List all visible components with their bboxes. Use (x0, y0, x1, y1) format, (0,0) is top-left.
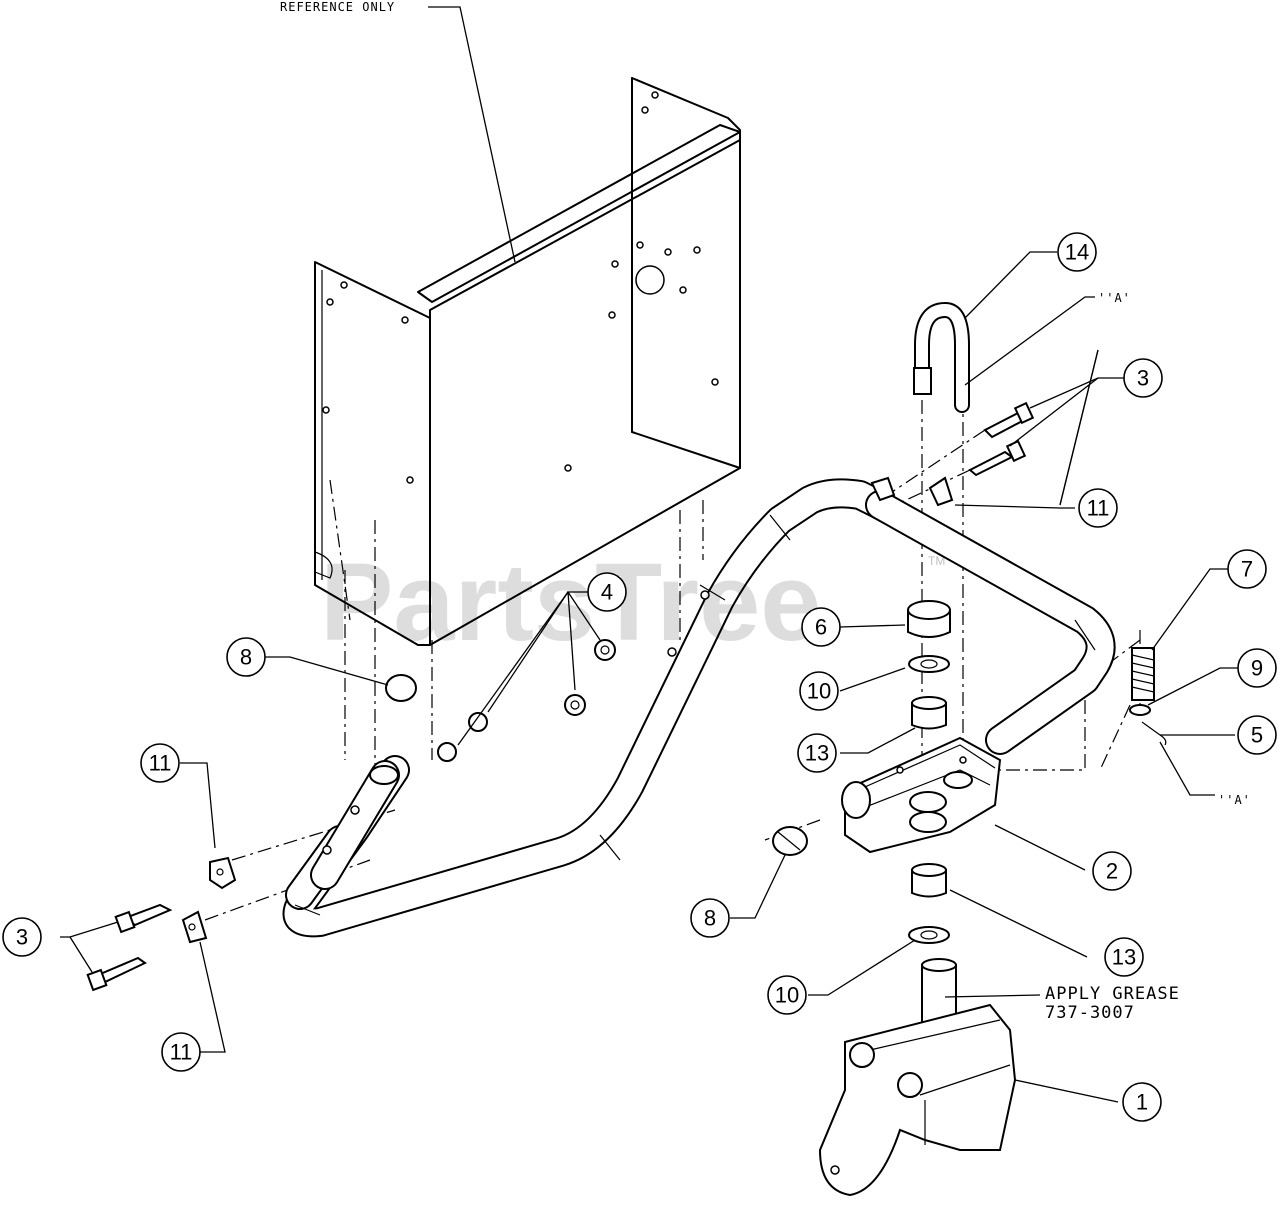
ref-a-top: ''A' (1098, 291, 1131, 305)
grease-part-number: 737-3007 (1045, 1003, 1135, 1023)
svg-text:14: 14 (1065, 240, 1089, 265)
svg-text:7: 7 (1241, 557, 1253, 582)
svg-text:6: 6 (815, 615, 827, 640)
svg-text:8: 8 (240, 645, 252, 670)
callout-3-right: 3 (1123, 358, 1163, 398)
svg-text:10: 10 (807, 679, 831, 704)
callout-7: 7 (1227, 549, 1267, 589)
svg-text:13: 13 (805, 741, 829, 766)
svg-text:11: 11 (149, 751, 172, 776)
svg-text:2: 2 (1106, 859, 1118, 884)
callout-5: 5 (1237, 715, 1277, 755)
svg-text:9: 9 (1251, 656, 1263, 681)
callout-9: 9 (1237, 648, 1277, 688)
callout-6: 6 (801, 607, 841, 647)
reference-only-note: REFERENCE ONLY (280, 0, 395, 14)
svg-text:11: 11 (1087, 496, 1110, 521)
svg-text:10: 10 (775, 983, 799, 1008)
leader-lines (60, 6, 1238, 1103)
spring-assembly (1129, 647, 1167, 746)
callout-10-upper: 10 (799, 671, 839, 711)
svg-text:3: 3 (1137, 366, 1149, 391)
callout-10-lower: 10 (767, 975, 807, 1015)
clips (181, 476, 954, 944)
callout-8-left: 8 (226, 637, 266, 677)
callout-2: 2 (1092, 851, 1132, 891)
svg-text:5: 5 (1251, 723, 1263, 748)
apply-grease-note: APPLY GREASE (1045, 984, 1180, 1004)
callout-4: 4 (587, 572, 627, 612)
reference-plate (314, 77, 741, 646)
svg-text:4: 4 (601, 580, 613, 605)
svg-text:3: 3 (16, 925, 28, 950)
svg-text:PartsTree: PartsTree (320, 541, 821, 664)
plug-caps (385, 674, 808, 856)
pivot-bracket (841, 736, 1002, 854)
svg-text:TM: TM (928, 554, 945, 568)
callout-3-left: 3 (2, 917, 42, 957)
tube-frame (282, 478, 1116, 938)
callout-1: 1 (1122, 1082, 1162, 1122)
notes: REFERENCE ONLY APPLY GREASE 737-3007 ''A… (280, 0, 1251, 1023)
svg-text:13: 13 (1112, 945, 1136, 970)
ref-a-bottom: ''A' (1218, 793, 1251, 807)
bolts (86, 401, 1035, 992)
svg-text:11: 11 (170, 1040, 193, 1065)
lock-pin (913, 302, 970, 413)
watermark: PartsTree TM (320, 541, 945, 664)
svg-text:1: 1 (1136, 1090, 1148, 1115)
svg-text:8: 8 (704, 906, 716, 931)
callout-8-right: 8 (690, 898, 730, 938)
callout-11-right: 11 (1078, 488, 1118, 528)
caster-fork (818, 958, 1017, 1197)
callout-13-upper: 13 (797, 733, 837, 773)
weld-nuts (437, 639, 616, 762)
callout-14: 14 (1057, 232, 1097, 272)
callout-11-upper-left: 11 (140, 743, 180, 783)
callout-13-lower: 13 (1104, 937, 1144, 977)
callout-11-lower-left: 11 (161, 1032, 201, 1072)
pivot-stack (907, 600, 951, 944)
